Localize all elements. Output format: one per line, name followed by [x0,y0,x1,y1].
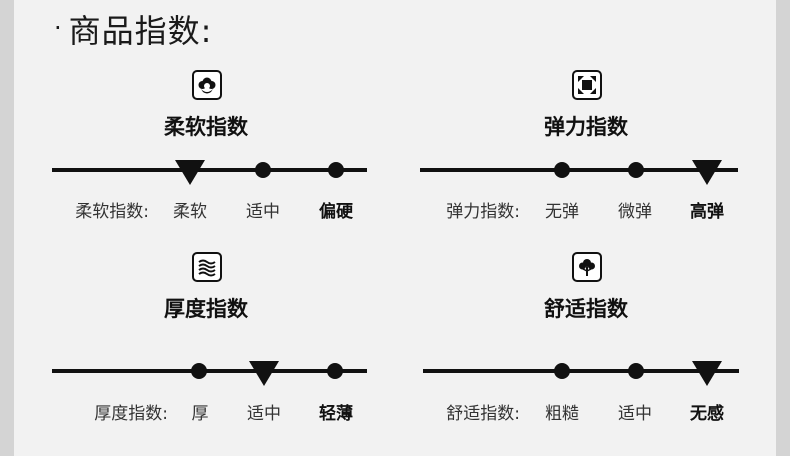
scale-dot [191,363,207,379]
scale-option-label: 粗糙 [545,404,579,424]
scale-dot [554,162,570,178]
scale-option-label: 柔软 [173,202,207,222]
scale-option-label: 微弹 [618,202,652,222]
layers-icon [192,252,222,282]
product-index-panel: ·商品指数: 柔软指数 柔软指数: 柔软 适中 偏硬 [14,0,776,456]
scale-option-label: 无感 [690,404,724,424]
pointer-triangle [175,160,205,185]
scale-prefix: 弹力指数: [446,202,520,222]
stretch-arrows-icon [572,70,602,100]
index-title: 厚度指数 [164,297,248,321]
scale-option-label: 偏硬 [319,202,353,222]
scale-option-label: 高弹 [690,202,724,222]
scale-dot [328,162,344,178]
scale-prefix: 舒适指数: [446,404,520,424]
scale-line [52,369,367,373]
scale-dot [628,363,644,379]
title-bullet: · [54,14,63,42]
cotton-plant-icon [572,252,602,282]
pointer-triangle [692,361,722,386]
scale-line [423,369,739,373]
scale-option-label: 适中 [247,404,281,424]
scale-option-label: 轻薄 [319,404,353,424]
scale-dot [628,162,644,178]
scale-dot [255,162,271,178]
scale-option-label: 适中 [246,202,280,222]
scale-option-label: 无弹 [545,202,579,222]
pointer-triangle [692,160,722,185]
scale-option-label: 适中 [618,404,652,424]
index-title: 柔软指数 [164,115,248,139]
pointer-triangle [249,361,279,386]
scale-option-label: 厚 [191,404,209,424]
index-title: 舒适指数 [544,297,628,321]
scale-line [52,168,367,172]
page-title-text: 商品指数: [68,12,213,50]
scale-prefix: 柔软指数: [75,202,149,222]
scale-line [420,168,738,172]
scale-dot [327,363,343,379]
page-title: ·商品指数: [54,6,212,52]
scale-dot [554,363,570,379]
cotton-flower-icon [192,70,222,100]
scale-prefix: 厚度指数: [94,404,168,424]
index-title: 弹力指数 [544,115,628,139]
